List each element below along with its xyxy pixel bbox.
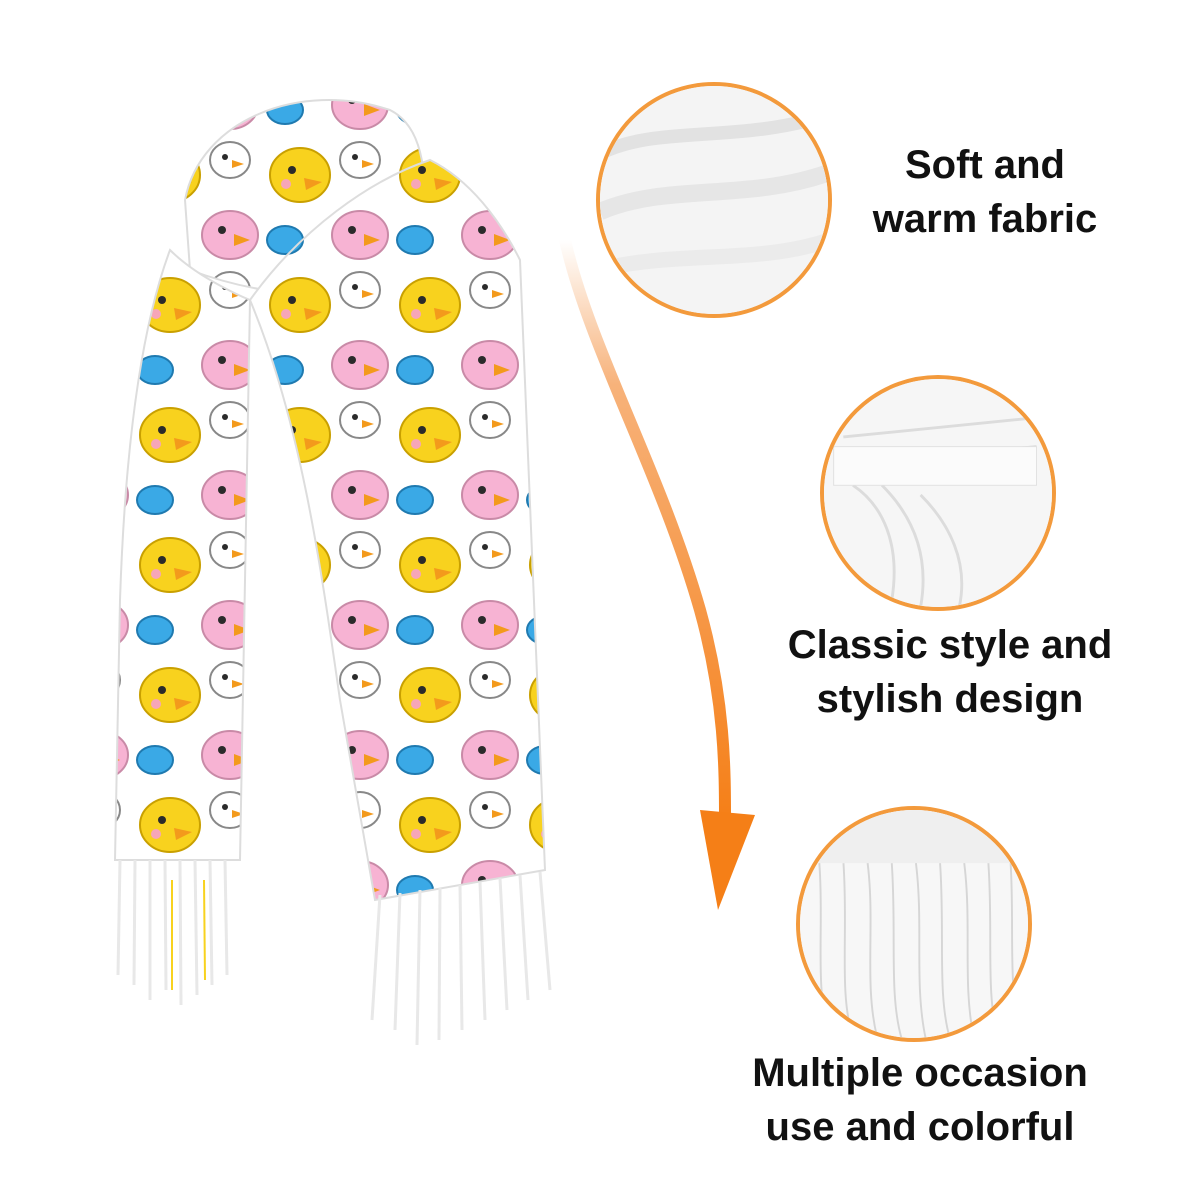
feature-label-classic-style: Classic style and stylish design	[787, 623, 1113, 721]
feature-label-multiple-occasion: Multiple occasion use and colorful	[752, 1051, 1088, 1149]
feature-label-soft-fabric: Soft and warm fabric	[872, 143, 1098, 241]
tassel-closeup-image	[796, 806, 1032, 1042]
folded-scarf-closeup-image	[820, 375, 1056, 611]
flow-arrow-icon	[559, 234, 755, 910]
fabric-closeup-image	[596, 82, 832, 318]
